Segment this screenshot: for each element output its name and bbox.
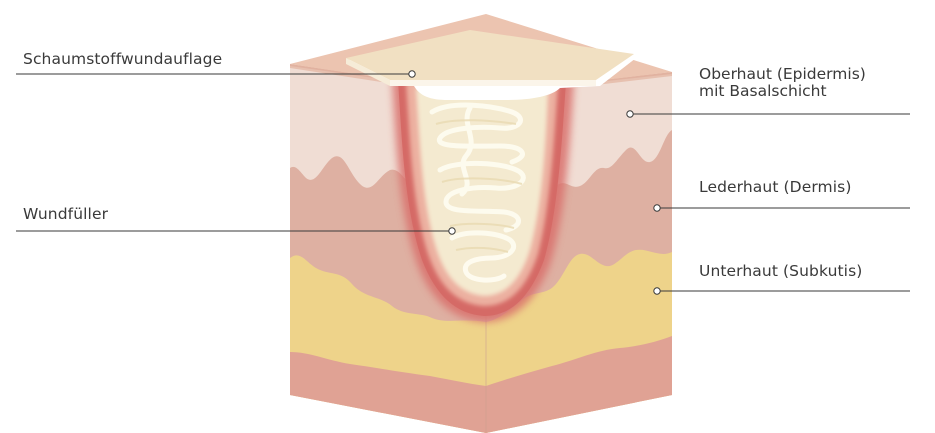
label-wound-filler: Wundfüller bbox=[23, 205, 108, 223]
anchor-foam-dressing bbox=[409, 71, 415, 77]
label-subcutis: Unterhaut (Subkutis) bbox=[699, 262, 862, 280]
anchor-dermis bbox=[654, 205, 660, 211]
anchor-wound-filler bbox=[449, 228, 455, 234]
label-foam-dressing: Schaumstoffwundauflage bbox=[23, 50, 222, 68]
label-epidermis: Oberhaut (Epidermis) mit Basalschicht bbox=[699, 66, 866, 100]
label-epidermis-line1: Oberhaut (Epidermis) bbox=[699, 66, 866, 83]
anchor-subcutis bbox=[654, 288, 660, 294]
anchor-epidermis bbox=[627, 111, 633, 117]
label-epidermis-line2: mit Basalschicht bbox=[699, 83, 866, 100]
label-dermis: Lederhaut (Dermis) bbox=[699, 178, 851, 196]
